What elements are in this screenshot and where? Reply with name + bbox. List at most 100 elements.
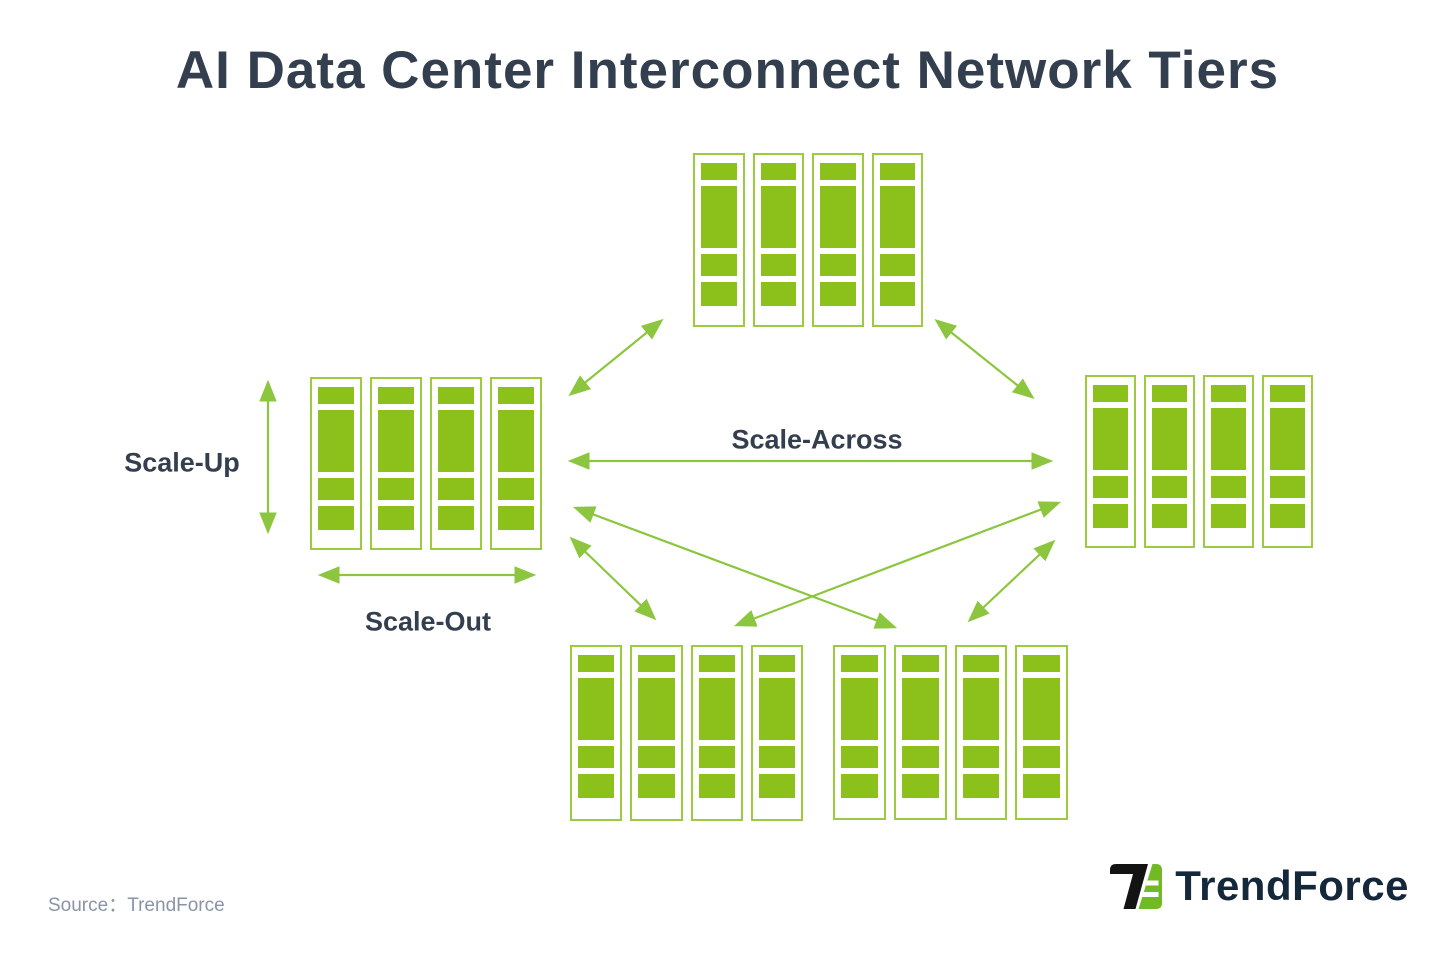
rack-cluster-left (310, 377, 542, 550)
server-rack (833, 645, 886, 820)
rack-unit-block (1152, 476, 1187, 498)
server-rack (1144, 375, 1195, 548)
rack-unit-block (1152, 385, 1187, 402)
server-rack (570, 645, 623, 821)
rack-unit-block (378, 506, 414, 530)
rack-unit-block (318, 506, 354, 530)
scale-across-label: Scale-Across (731, 424, 903, 455)
rack-unit-block (318, 410, 354, 472)
server-rack (812, 153, 864, 327)
rack-unit-block (378, 410, 414, 472)
rack-unit-block (498, 478, 534, 500)
rack-unit-block (1023, 746, 1060, 768)
rack-unit-block (578, 655, 615, 672)
rack-unit-block (1270, 476, 1305, 498)
rack-unit-block (698, 774, 735, 798)
left-to-bottom-right-arrow (572, 506, 898, 629)
rack-unit-block (1211, 504, 1246, 528)
rack-unit-block (578, 774, 615, 798)
rack-cluster-bottom-right (833, 645, 1068, 820)
rack-unit-block (758, 655, 795, 672)
rack-unit-block (841, 655, 878, 672)
rack-unit-block (758, 774, 795, 798)
rack-cluster-right (1085, 375, 1313, 548)
rack-unit-block (879, 282, 915, 306)
rack-unit-block (1023, 774, 1060, 798)
rack-cluster-bottom-left (570, 645, 803, 821)
rack-unit-block (760, 163, 796, 180)
rack-unit-block (578, 746, 615, 768)
trendforce-logo: TrendForce (1110, 862, 1409, 910)
rack-unit-block (841, 678, 878, 740)
rack-unit-block (1093, 408, 1128, 470)
rack-unit-block (1152, 408, 1187, 470)
rack-unit-block (701, 282, 737, 306)
rack-unit-block (638, 746, 675, 768)
rack-unit-block (760, 254, 796, 276)
rack-unit-block (1270, 385, 1305, 402)
rack-cluster-top (693, 153, 923, 327)
rack-unit-block (701, 163, 737, 180)
rack-unit-block (1093, 385, 1128, 402)
rack-unit-block (1152, 504, 1187, 528)
server-rack (1085, 375, 1136, 548)
rack-unit-block (701, 186, 737, 248)
trendforce-logo-icon (1110, 863, 1163, 909)
rack-unit-block (1211, 408, 1246, 470)
rack-unit-block (638, 655, 675, 672)
rack-unit-block (820, 186, 856, 248)
rack-unit-block (820, 282, 856, 306)
rack-unit-block (698, 678, 735, 740)
rack-unit-block (701, 254, 737, 276)
source-note: Source：TrendForce (48, 895, 225, 916)
server-rack (693, 153, 745, 327)
server-rack (954, 645, 1008, 820)
rack-unit-block (578, 678, 615, 740)
rack-unit-block (901, 774, 939, 798)
rack-unit-block (1211, 476, 1246, 498)
scale-up-label: Scale-Up (124, 447, 240, 478)
rack-unit-block (318, 478, 354, 500)
server-rack (310, 377, 362, 550)
right-to-bottom-right-arrow (967, 539, 1056, 623)
rack-unit-block (638, 678, 675, 740)
rack-unit-block (1023, 678, 1060, 740)
rack-unit-block (1093, 476, 1128, 498)
rack-unit-block (879, 254, 915, 276)
rack-unit-block (879, 186, 915, 248)
rack-unit-block (698, 746, 735, 768)
rack-unit-block (901, 655, 939, 672)
rack-unit-block (378, 387, 414, 404)
rack-unit-block (1023, 655, 1060, 672)
rack-unit-block (438, 387, 474, 404)
rack-unit-block (820, 254, 856, 276)
rack-unit-block (962, 746, 1000, 768)
scale-out-label: Scale-Out (364, 606, 492, 637)
rack-unit-block (378, 478, 414, 500)
rack-unit-block (1093, 504, 1128, 528)
rack-unit-block (1270, 408, 1305, 470)
page-title: AI Data Center Interconnect Network Tier… (175, 41, 1280, 100)
rack-unit-block (438, 478, 474, 500)
rack-unit-block (841, 746, 878, 768)
rack-unit-block (758, 746, 795, 768)
rack-unit-block (879, 163, 915, 180)
rack-unit-block (1270, 504, 1305, 528)
rack-unit-block (760, 186, 796, 248)
rack-unit-block (438, 506, 474, 530)
server-rack (370, 377, 422, 550)
top-to-right-arrow (934, 318, 1035, 400)
rack-unit-block (962, 655, 1000, 672)
server-rack (430, 377, 482, 550)
server-rack (871, 153, 923, 327)
left-to-bottom-left-arrow (569, 536, 657, 621)
rack-unit-block (901, 678, 939, 740)
rack-unit-block (760, 282, 796, 306)
rack-unit-block (638, 774, 675, 798)
rack-unit-block (962, 678, 1000, 740)
server-rack (752, 153, 804, 327)
server-rack (1262, 375, 1313, 548)
right-to-bottom-left-arrow (733, 501, 1062, 627)
